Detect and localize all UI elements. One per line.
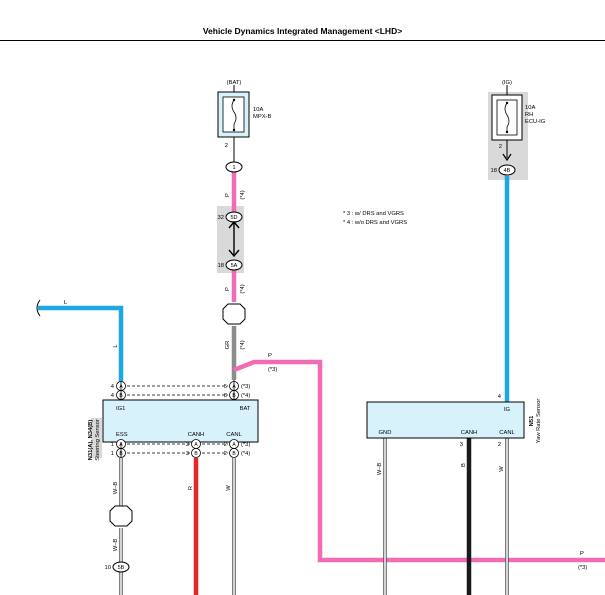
note-2: * 4 : w/o DRS and VGRS (343, 220, 407, 226)
fuse-ig-line2: RH (525, 112, 533, 118)
canl-note-a: (*3) (241, 442, 250, 448)
connector-5b-label: 5B (118, 565, 125, 571)
page-title: Vehicle Dynamics Integrated Management <… (202, 26, 403, 36)
n31-ess-label: ESS (116, 432, 128, 438)
n51-pin-canl: 2 (498, 442, 501, 448)
connector-5b (112, 561, 130, 573)
fuse-bat-name: MPX-B (253, 114, 271, 120)
n31-canl-label: CANL (226, 432, 242, 438)
n51-pin-canh: 3 (460, 442, 463, 448)
bat-note-a: (*3) (241, 384, 250, 390)
n31-conn-b-top: B (119, 393, 123, 399)
fuse-bat-source: (BAT) (227, 80, 242, 86)
wire-p-right-note: (*3) (578, 565, 587, 571)
splice-lower (109, 505, 133, 527)
wire-b-label: B (461, 463, 467, 467)
page-header: Vehicle Dynamics Integrated Management <… (0, 0, 605, 41)
n31-pin-a-top: 4 (111, 384, 115, 390)
connector-5d-pin: 32 (218, 215, 224, 221)
note-1: * 3 : w/ DRS and VGRS (343, 211, 404, 217)
n51-ig-label: IG (504, 407, 511, 413)
connector-5a (225, 259, 243, 271)
connector-5d-5a-arrows (228, 220, 240, 258)
n31-conn-a-bot: A (119, 442, 123, 448)
wire-p-lower-label: P (225, 287, 231, 291)
wire-wb-upper-label: W–B (113, 482, 119, 495)
wire-w-left-label: W (226, 485, 232, 491)
wire-p-branch-label: P (268, 353, 272, 359)
wire-l-left-label: L (64, 300, 68, 306)
n31-conn-b-bot: B (119, 451, 123, 457)
canh-conn-a: A (194, 442, 198, 448)
wire-p-lower-note: (*4) (240, 284, 246, 293)
fuse-ig-amp: 10A (525, 105, 535, 111)
connector-1-label: 1 (232, 165, 235, 171)
n51-canh-label: CANH (461, 430, 477, 436)
n51-gnd-label: GND (379, 430, 392, 436)
connector-5b-pin: 10 (105, 565, 111, 571)
fuse-bat-pin: 2 (225, 143, 228, 149)
n31-conn-a-top: A (119, 384, 123, 390)
wire-gr-note: (*4) (240, 340, 246, 349)
n31-canh-label: CANH (188, 432, 204, 438)
connector-4b-pin: 18 (491, 168, 497, 174)
bat-conn-b: B (232, 393, 236, 399)
wire-p-branch (233, 359, 605, 563)
n31-pin-a-bot: 1 (111, 442, 114, 448)
n51-canl-label: CANL (499, 430, 515, 436)
n31-bat-label: BAT (240, 406, 251, 412)
canl-conn-a: A (232, 442, 236, 448)
connector-4b (498, 164, 516, 176)
fuse-bat-amp: 10A (253, 107, 263, 113)
n31-ig1-label: IG1 (116, 406, 125, 412)
wire-r-label: R (188, 486, 194, 490)
wire-gr-label: GR (225, 341, 231, 350)
canl-pin-a: 2 (224, 442, 227, 448)
pins-n31-top (116, 380, 239, 400)
canl-pin-b: 2 (224, 451, 227, 457)
splice-upper (222, 303, 246, 325)
wire-break-symbol (36, 299, 41, 317)
canh-pin-b: 3 (186, 451, 189, 457)
fuse-ig-source: (IG) (502, 80, 512, 86)
wire-p-upper-note: (*4) (240, 190, 246, 199)
steering-sensor-box (102, 399, 259, 443)
wire-w-right-label: W (499, 466, 505, 472)
wire-wb-lower-label: W–B (113, 539, 119, 552)
fuse-ig-line3: ECU-IG (525, 119, 546, 125)
connector-5a-pin: 18 (218, 263, 224, 269)
wire-l-vertical-label: L (113, 344, 119, 348)
n31-code: N31(A), N34(B) (88, 420, 94, 461)
connector-1 (225, 161, 243, 173)
bat-conn-a: A (232, 384, 236, 390)
wire-l (38, 305, 124, 382)
wire-p-branch-note: (*3) (268, 367, 277, 373)
n31-pin-b-top: 4 (111, 393, 115, 399)
canl-conn-b: B (232, 451, 236, 457)
canl-note-b: (*4) (241, 451, 250, 457)
n31-pin-b-bot: 1 (111, 451, 114, 457)
bat-pin-a: 5 (224, 384, 227, 390)
wire-wb-right-label: W–B (377, 463, 383, 476)
n51-code: N51 (529, 415, 535, 426)
bat-note-b: (*4) (241, 393, 250, 399)
fuse-rh-ecu-ig (491, 85, 523, 162)
shade-n31-label (91, 418, 102, 458)
n51-pin-ig: 4 (498, 394, 502, 400)
fuse-mpx-b (217, 85, 250, 162)
n31-name: Steering Sensor (95, 419, 101, 461)
canh-pin-a: 3 (186, 442, 189, 448)
pins-n31-bottom (116, 439, 239, 458)
connector-4b-label: 4B (504, 168, 511, 174)
connector-5d-label: 5D (230, 215, 237, 221)
n51-name: Yaw Rate Sensor (536, 399, 542, 444)
connector-5a-label: 5A (231, 263, 238, 269)
wire-p-upper-label: P (225, 193, 231, 197)
yaw-rate-sensor-box (366, 401, 525, 439)
fuse-ig-pin: 2 (499, 144, 502, 150)
bat-pin-b: 8 (224, 393, 227, 399)
wire-p-right-label: P (580, 551, 584, 557)
canh-conn-b: B (194, 451, 198, 457)
